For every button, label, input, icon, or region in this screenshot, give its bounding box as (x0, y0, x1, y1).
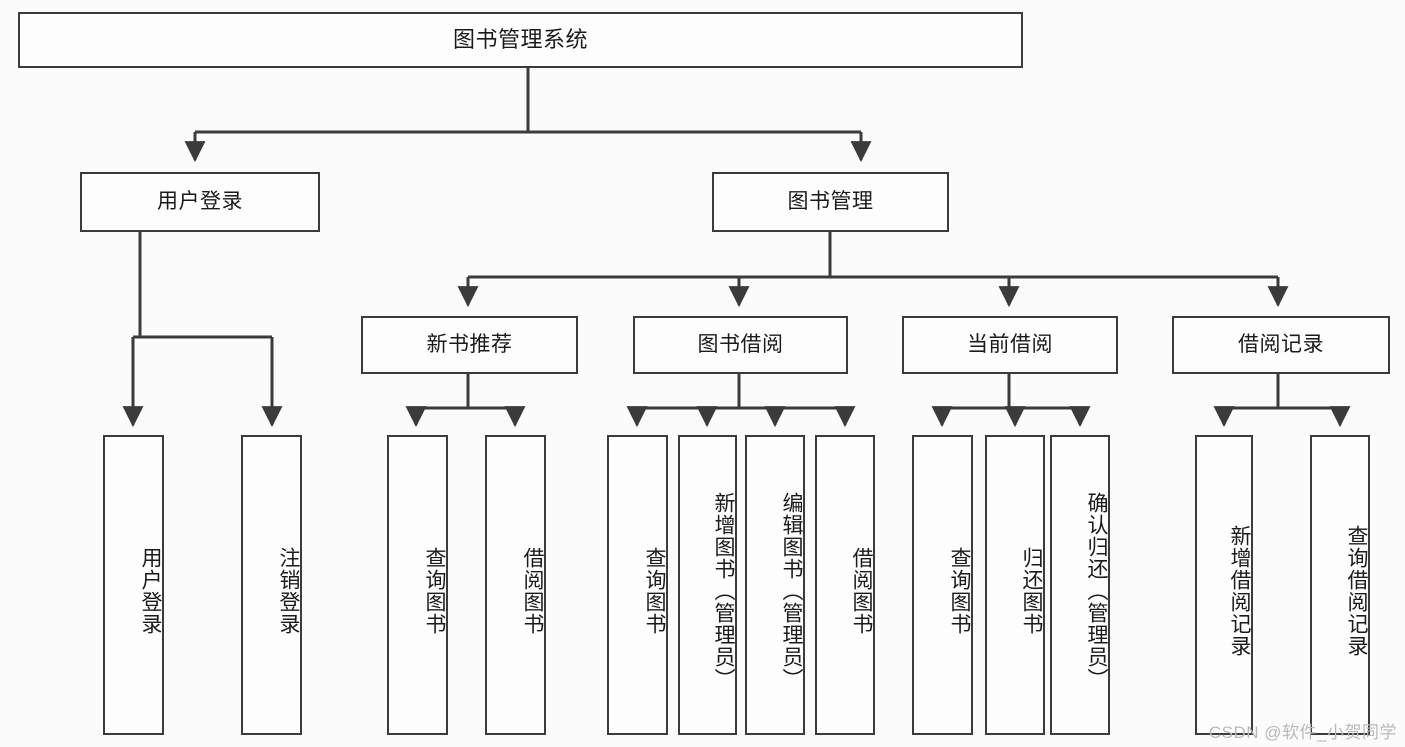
leaf-query-book-borrow[interactable]: 查询图书 (607, 435, 668, 735)
node-book-borrow[interactable]: 图书借阅 (633, 316, 848, 374)
leaf-query-book-current[interactable]: 查询图书 (912, 435, 973, 735)
leaf-label: 借阅图书 (521, 547, 544, 635)
leaf-label: 查询图书 (948, 547, 971, 635)
csdn-watermark: CSDN @软件_小贺同学 (1208, 723, 1397, 742)
leaf-query-book-recommend[interactable]: 查询图书 (387, 435, 448, 735)
node-root-system[interactable]: 图书管理系统 (18, 12, 1023, 68)
leaf-label: 查询图书 (643, 547, 666, 635)
leaf-label: 注销登录 (277, 547, 300, 635)
leaf-add-borrow-record[interactable]: 新增借阅记录 (1195, 435, 1253, 735)
leaf-logout[interactable]: 注销登录 (241, 435, 302, 735)
leaf-label: 借阅图书 (850, 547, 873, 635)
leaf-label: 查询图书 (423, 547, 446, 635)
leaf-label: 新增图书（管理员） (712, 492, 735, 690)
leaf-query-borrow-record[interactable]: 查询借阅记录 (1310, 435, 1370, 735)
leaf-label: 编辑图书（管理员） (780, 492, 803, 690)
leaf-label: 查询借阅记录 (1345, 525, 1368, 657)
leaf-borrow-book-recommend[interactable]: 借阅图书 (485, 435, 546, 735)
leaf-label: 新增借阅记录 (1228, 525, 1251, 657)
leaf-label: 归还图书 (1020, 547, 1043, 635)
leaf-edit-book-admin[interactable]: 编辑图书（管理员） (745, 435, 805, 735)
leaf-label: 用户登录 (139, 547, 162, 635)
leaf-confirm-return-admin[interactable]: 确认归还（管理员） (1050, 435, 1110, 735)
node-new-book-recommend[interactable]: 新书推荐 (361, 316, 578, 374)
node-current-borrow[interactable]: 当前借阅 (902, 316, 1118, 374)
node-book-management[interactable]: 图书管理 (712, 172, 949, 232)
node-borrow-records[interactable]: 借阅记录 (1172, 316, 1390, 374)
node-user-login[interactable]: 用户登录 (80, 172, 320, 232)
leaf-add-book-admin[interactable]: 新增图书（管理员） (678, 435, 737, 735)
leaf-user-login[interactable]: 用户登录 (103, 435, 164, 735)
leaf-label: 确认归还（管理员） (1085, 492, 1108, 690)
leaf-return-book[interactable]: 归还图书 (985, 435, 1045, 735)
leaf-borrow-book[interactable]: 借阅图书 (815, 435, 875, 735)
